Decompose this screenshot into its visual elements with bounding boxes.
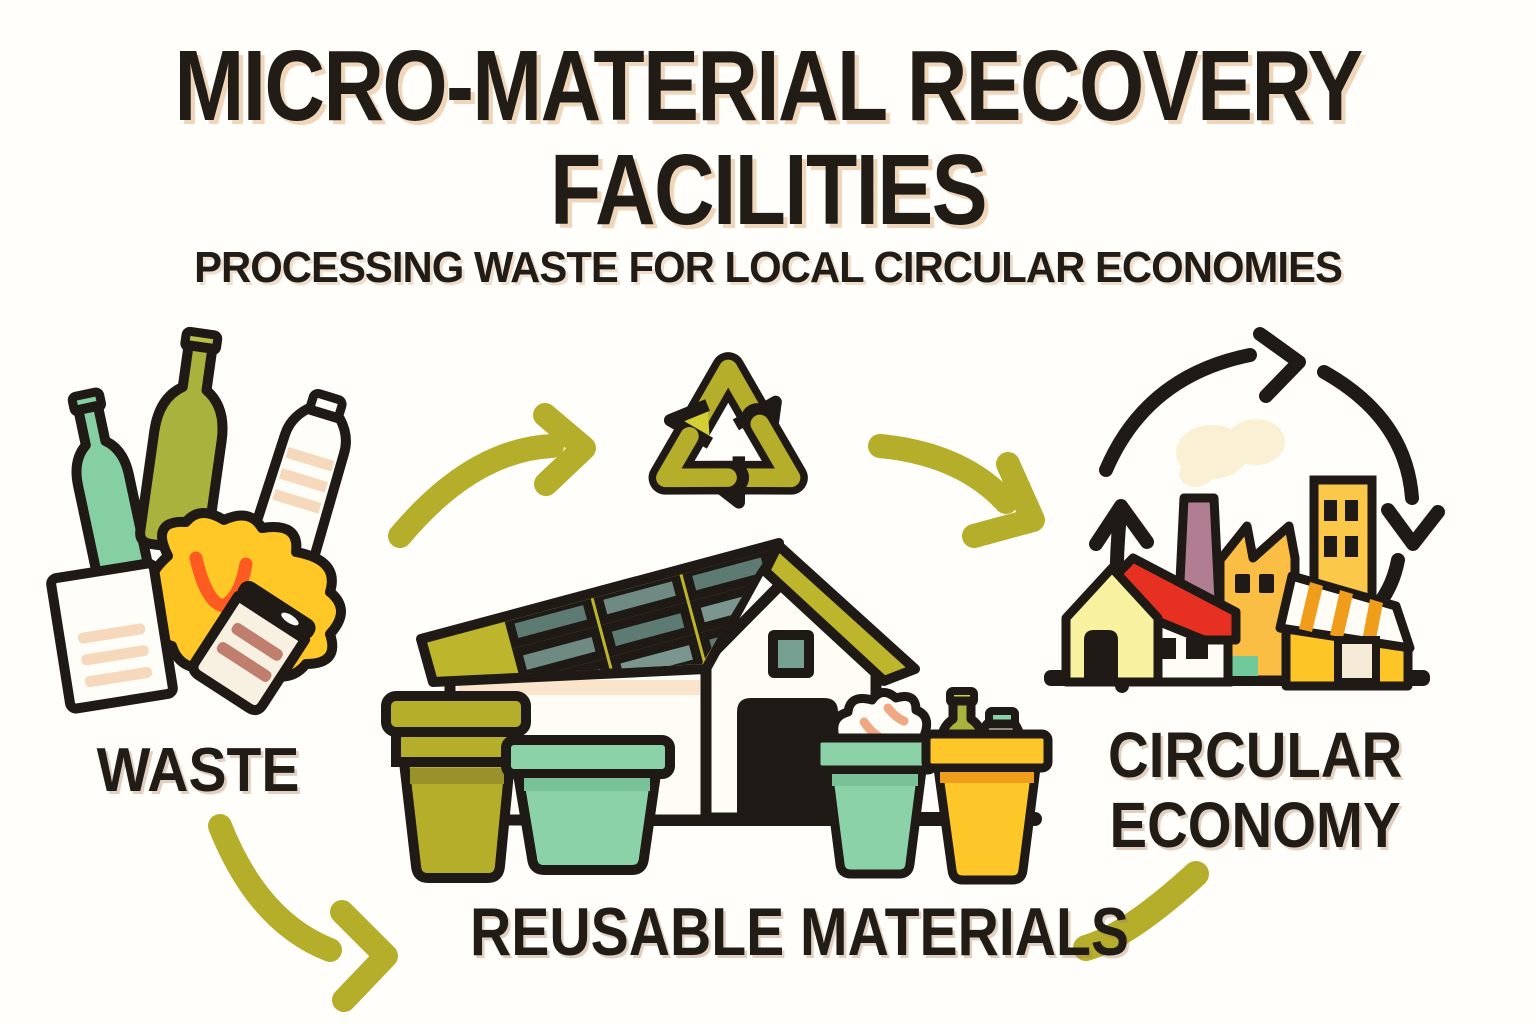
- paper-bin-icon: [811, 733, 939, 879]
- reusable-materials-label: REUSABLE MATERIALS: [470, 894, 1130, 970]
- curve-materials-to-economy-icon: [1073, 861, 1209, 961]
- arrow-waste-to-recycling-icon: [388, 403, 596, 548]
- mint-bin-icon: [501, 735, 675, 875]
- waste-pile-icon: [46, 326, 351, 716]
- house-icon: [1061, 563, 1163, 687]
- sorted-output-bins-icon: [811, 687, 1053, 885]
- paper-sheet-icon: [46, 558, 178, 714]
- arrow-recycling-to-town-icon: [868, 434, 1045, 548]
- tin-can-icon: [188, 580, 316, 716]
- circular-economy-label: CIRCULAR ECONOMY: [1108, 720, 1402, 860]
- facility-roof-right: [760, 540, 920, 686]
- glass-bottle-teal-icon: [67, 387, 153, 585]
- smoke-cloud-icon: [1176, 419, 1285, 487]
- shop-icon: [1275, 571, 1415, 691]
- circular-economy-label-line1: CIRCULAR: [1108, 719, 1403, 791]
- bottle-bin-icon: [921, 729, 1053, 885]
- page-subtitle: PROCESSING WASTE FOR LOCAL CIRCULAR ECON…: [194, 243, 1343, 292]
- page-title-line1: MICRO-MATERIAL RECOVERY: [174, 30, 1363, 142]
- facility-window: [768, 630, 814, 678]
- arrow-waste-to-materials-icon: [208, 814, 398, 1012]
- olive-bin-icon: [381, 691, 531, 883]
- storage-bins-icon: [381, 691, 675, 883]
- facility-door: [737, 698, 838, 818]
- circular-economy-label-line2: ECONOMY: [1109, 789, 1401, 861]
- waste-label: WASTE: [96, 736, 300, 805]
- recycling-symbol-icon: [648, 352, 808, 509]
- town-with-circular-arrows-icon: [1044, 327, 1445, 693]
- page-title-line2: FACILITIES: [550, 134, 988, 246]
- house-roof: [1091, 553, 1241, 645]
